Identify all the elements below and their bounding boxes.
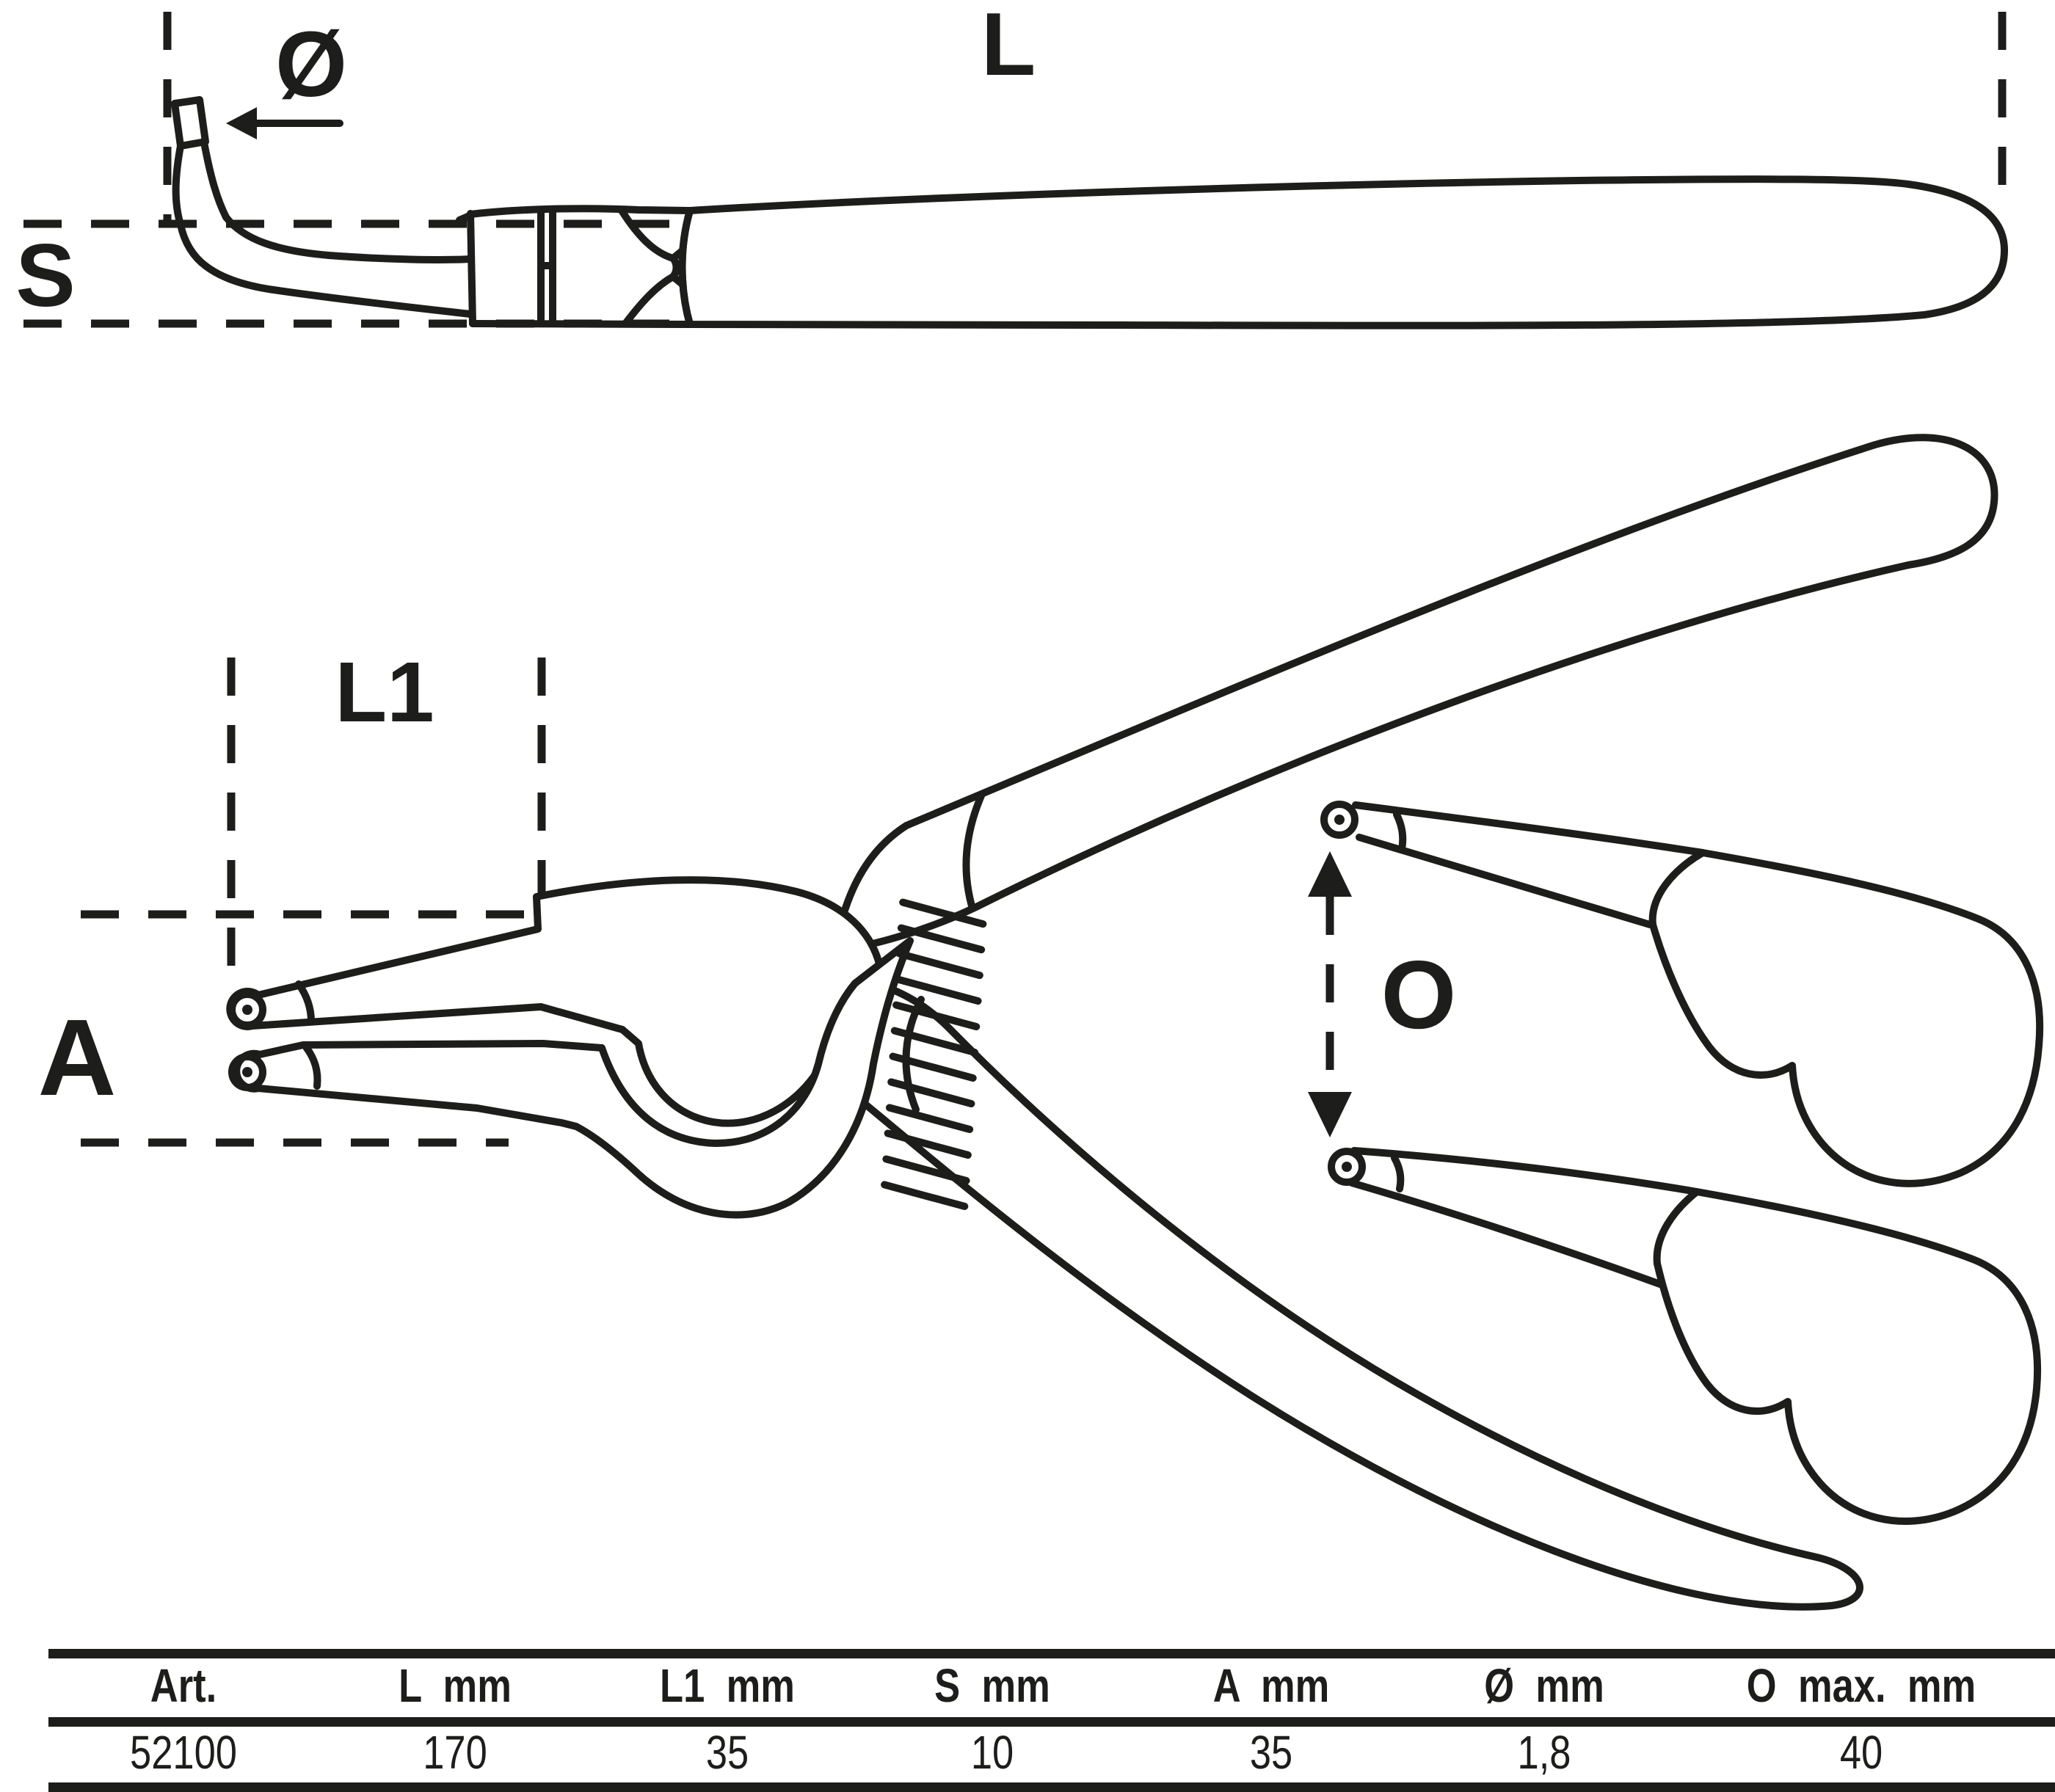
opening-label: O [1381,941,1457,1049]
upper-tip-taper-line [295,980,315,1025]
upper-tip-ring [228,991,266,1029]
o-upper-arm-top-edge [1352,801,1706,856]
o-arrow-down-icon [1308,1092,1352,1137]
value-l: 170 [423,1726,487,1779]
col-header-s: S mm [934,1659,1050,1712]
upper-handle-outline [832,434,1998,955]
tip-neck-left-edge [172,142,210,270]
front-view-open-pliers [81,434,1998,1611]
o-upper-arm-taper-line [1393,811,1407,853]
tip-neck-right-edge [200,139,230,221]
joint-curve-top [618,207,677,262]
head-top-edge [467,205,694,218]
o-lower-arm-top-edge [1350,1147,1701,1195]
jaw-arm-bottom-edge [203,263,474,318]
jaw-length-label: L1 [335,644,434,740]
o-lower-jaw-block [1653,1188,2042,1525]
value-o-max: 40 [1839,1726,1883,1779]
handle-grip-start-line [678,207,694,328]
col-header-diameter: Ø mm [1484,1659,1604,1712]
table-header-rule [48,1717,2055,1727]
table-top-rule [48,1649,2055,1658]
lower-jaw-outline [233,937,914,1219]
o-lower-arm-taper-line [1391,1154,1405,1192]
table-bottom-rule [48,1782,2055,1792]
o-lower-tip-ring [1328,1148,1366,1186]
col-header-l1: L1 mm [660,1659,795,1712]
o-upper-tip-dot [1334,815,1345,825]
diameter-label: Ø [274,12,348,116]
length-label: L [981,0,1036,94]
joint-curve-bottom [622,273,677,327]
value-a: 35 [1249,1726,1293,1779]
tip-offset-label: A [37,997,117,1118]
value-diameter: 1,8 [1517,1726,1571,1779]
o-upper-tip-ring [1320,801,1359,839]
col-header-a: A mm [1212,1659,1330,1712]
spring-coil [881,898,987,1210]
upper-handle-grip-line [962,790,986,912]
o-lower-arm-bottom-edge [1348,1179,1664,1288]
value-art-number: 52100 [130,1726,237,1779]
side-view-closed-pliers [23,12,2008,329]
lower-tip-taper-line [302,1043,321,1090]
col-header-l: L mm [399,1659,512,1712]
handle-outline [678,175,2008,329]
upper-tip-dot [242,1005,252,1015]
bent-tip-outline [171,96,209,150]
head-left-edge [467,210,476,327]
jaw-opening-detail-view [1308,801,2044,1525]
lower-tip-ring [228,1053,266,1091]
diameter-arrow-icon [226,107,257,139]
lower-tip-dot [242,1067,252,1077]
value-l1: 35 [705,1726,749,1779]
jaw-arm-top-edge [222,214,474,263]
o-upper-jaw-block [1648,849,2044,1187]
o-lower-tip-dot [1342,1162,1352,1172]
col-header-o-max: O max. mm [1746,1659,1976,1712]
thickness-label: S [15,225,76,325]
value-s: 10 [970,1726,1014,1779]
col-header-art: Art. [150,1659,217,1712]
o-arrow-up-icon [1308,851,1352,897]
